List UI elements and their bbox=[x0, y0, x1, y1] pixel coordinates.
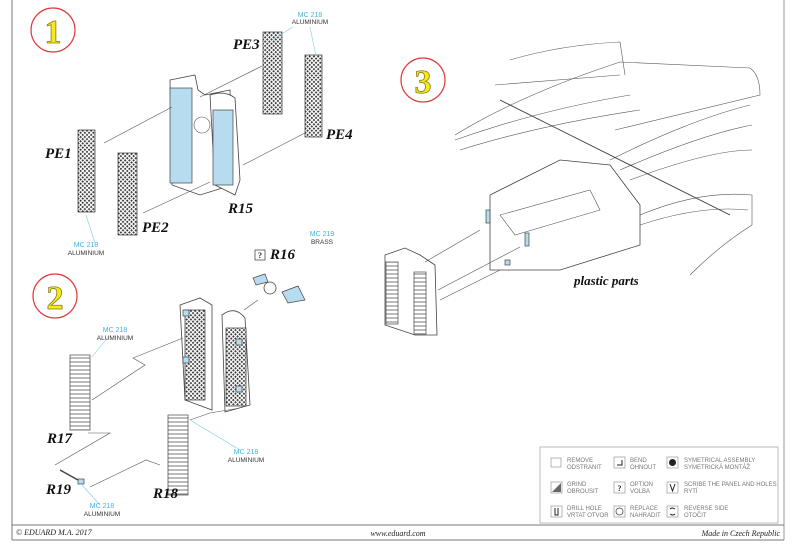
part-pe3-drawing bbox=[262, 31, 283, 115]
part-r17-drawing bbox=[69, 354, 91, 431]
bend-icon bbox=[613, 456, 626, 469]
material-code-r17: MC 218 bbox=[103, 327, 128, 334]
material-code-pe1-pe2: MC 218 bbox=[74, 242, 99, 249]
wing-drawing bbox=[454, 41, 761, 276]
material-name-r18: ALUMINIUM bbox=[228, 457, 264, 464]
part-pe2-drawing bbox=[117, 152, 138, 236]
material-code-r19: MC 218 bbox=[90, 503, 115, 510]
material-name-r17: ALUMINIUM bbox=[97, 335, 133, 342]
symmetrical-assembly-icon bbox=[666, 456, 679, 469]
legend-drill-en: DRILL HOLE bbox=[567, 506, 602, 512]
material-name-r16: BRASS bbox=[311, 239, 334, 246]
step-3: 3 plastic parts bbox=[384, 41, 761, 336]
step-1: 1 R15 PE1 PE2 PE3 PE4 MC 218 ALUMINIUM M… bbox=[30, 7, 353, 257]
label-pe4: PE4 bbox=[326, 127, 353, 143]
footer-website: www.eduard.com bbox=[370, 529, 425, 538]
legend-remove-en: REMOVE bbox=[567, 458, 593, 464]
label-pe2: PE2 bbox=[142, 220, 169, 236]
radiator-assembly-small-drawing bbox=[384, 247, 438, 336]
legend-grind-en: GRIND bbox=[567, 482, 587, 488]
option-legend-icon bbox=[613, 481, 626, 494]
part-r16-drawing bbox=[252, 273, 306, 304]
material-code-r18: MC 218 bbox=[234, 449, 259, 456]
label-r16: R16 bbox=[269, 247, 296, 263]
fuselage-engine-drawing bbox=[485, 159, 641, 271]
label-r17: R17 bbox=[46, 431, 73, 447]
legend-reverse-en: REVERSE SIDE bbox=[684, 506, 728, 512]
option-legend-symbol: ? bbox=[618, 484, 622, 493]
step-3-circle bbox=[400, 57, 446, 103]
grind-icon bbox=[550, 481, 563, 494]
footer: © EDUARD M.A. 2017 www.eduard.com Made i… bbox=[16, 528, 780, 538]
reverse-side-icon bbox=[666, 505, 679, 518]
legend-drill-cz: VRTAT OTVOR bbox=[567, 513, 609, 519]
legend-replace-cz: NAHRADIT bbox=[630, 513, 661, 519]
part-pe4-drawing bbox=[304, 54, 323, 138]
material-name-pe3-pe4: ALUMINIUM bbox=[292, 19, 328, 26]
legend-remove-cz: ODSTRANIT bbox=[567, 465, 602, 471]
legend-bend-cz: OHNOUT bbox=[630, 465, 656, 471]
legend-scribe-cz: RYTÍ bbox=[684, 488, 698, 495]
footer-copyright: © EDUARD M.A. 2017 bbox=[16, 528, 93, 537]
step-2-number: 2 bbox=[47, 280, 64, 317]
part-pe1-drawing bbox=[77, 129, 96, 213]
material-name-r19: ALUMINIUM bbox=[84, 511, 120, 518]
scribe-icon bbox=[666, 481, 679, 494]
label-pe3: PE3 bbox=[233, 37, 260, 53]
footer-origin: Made in Czech Republic bbox=[701, 529, 781, 538]
legend-symmetrical-en: SYMETRICAL ASSEMBLY bbox=[684, 458, 755, 464]
step-1-circle bbox=[30, 7, 76, 53]
legend-grind-cz: OBROUSIT bbox=[567, 489, 599, 495]
option-symbol: ? bbox=[258, 251, 262, 260]
symbol-legend: REMOVE ODSTRANIT BEND OHNOUT SYMETRICAL … bbox=[539, 446, 779, 524]
remove-icon bbox=[550, 457, 562, 468]
radiator-assembly-drawing bbox=[179, 297, 251, 413]
material-code-r16: MC 219 bbox=[310, 231, 335, 238]
page-frame bbox=[11, 0, 785, 541]
step-2: 2 ? R16 MC 219 BRASS R17 R18 R19 bbox=[32, 231, 335, 518]
label-r19: R19 bbox=[45, 482, 72, 498]
legend-bend-en: BEND bbox=[630, 458, 647, 464]
legend-replace-en: REPLACE bbox=[630, 506, 658, 512]
plastic-parts-caption: plastic parts bbox=[573, 273, 639, 288]
legend-option-cz: VOLBA bbox=[630, 489, 650, 495]
step-1-number: 1 bbox=[45, 14, 62, 51]
drill-hole-icon bbox=[550, 505, 563, 518]
option-icon bbox=[254, 249, 266, 261]
step-2-circle bbox=[32, 273, 78, 319]
legend-scribe-en: SCRIBE THE PANEL AND HOLES bbox=[684, 482, 777, 488]
label-r18: R18 bbox=[152, 486, 179, 502]
material-name-pe1-pe2: ALUMINIUM bbox=[68, 250, 104, 257]
part-r19-drawing bbox=[59, 469, 85, 485]
part-r15-drawing bbox=[169, 74, 241, 196]
step-3-number: 3 bbox=[415, 64, 432, 101]
label-r15: R15 bbox=[227, 201, 254, 217]
label-pe1: PE1 bbox=[45, 146, 72, 162]
legend-symmetrical-cz: SYMETRICKÁ MONTÁŽ bbox=[684, 463, 750, 471]
replace-icon bbox=[613, 505, 626, 518]
material-code-pe3-pe4: MC 218 bbox=[298, 12, 323, 19]
legend-reverse-cz: OTOČIT bbox=[684, 512, 707, 519]
part-r18-drawing bbox=[167, 414, 189, 496]
legend-option-en: OPTION bbox=[630, 482, 653, 488]
